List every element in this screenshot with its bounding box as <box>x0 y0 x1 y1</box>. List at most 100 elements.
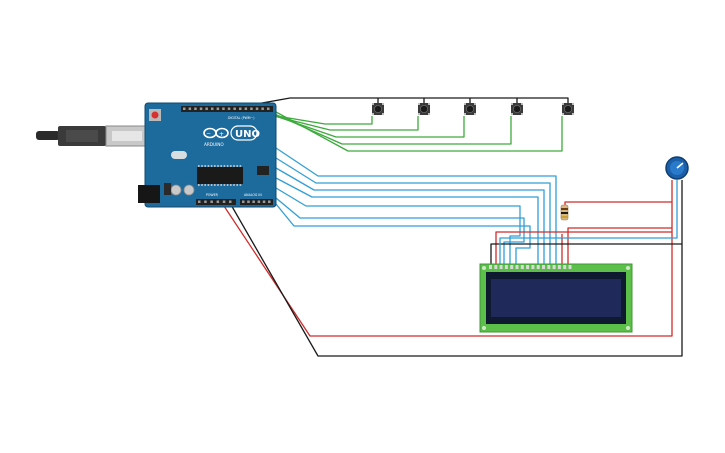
digital-pin <box>255 107 259 110</box>
arduino-board[interactable]: − + UNO ARDUINO DIGITAL (PWM~) POWER ANA… <box>138 102 277 208</box>
chip-pin <box>210 165 213 167</box>
pushbutton-leg <box>428 103 430 105</box>
power-pin <box>229 200 232 203</box>
pushbutton-cap <box>420 105 428 113</box>
lcd-pin <box>499 265 503 269</box>
lcd-hole-tl <box>482 266 486 270</box>
chip-pin <box>214 184 216 186</box>
wire-vcc-pot[interactable] <box>564 201 673 228</box>
wire-lcd-1[interactable] <box>275 147 557 264</box>
pushbutton-leg <box>372 113 374 115</box>
board-pcb <box>144 102 277 208</box>
digital-pin <box>261 107 264 110</box>
wire-lcd-3[interactable] <box>275 167 545 264</box>
lcd-module[interactable] <box>479 263 633 333</box>
lcd-pin <box>557 265 561 269</box>
board-model: UNO <box>235 129 260 140</box>
capacitor-1 <box>170 184 182 196</box>
analog-pin <box>252 200 255 203</box>
board-section-digital: DIGITAL (PWM~) <box>228 116 254 120</box>
pushbutton-leg <box>382 103 384 105</box>
wire-vcc-main[interactable] <box>221 202 673 337</box>
board-section-analog: ANALOG IN <box>244 193 262 197</box>
pushbutton-leg <box>572 103 574 105</box>
chip-pin <box>233 184 235 186</box>
chip-pin <box>226 165 229 167</box>
power-pin <box>210 200 213 203</box>
pushbutton-leg <box>511 103 513 105</box>
resistor-band-2 <box>561 212 568 214</box>
digital-pin <box>183 107 186 110</box>
wire-lcd-7[interactable] <box>275 203 531 264</box>
pushbutton-leg <box>521 113 523 115</box>
pushbutton-leg <box>474 113 476 115</box>
chip-pin <box>207 165 210 167</box>
wire-lcd-2[interactable] <box>275 157 551 264</box>
digital-pin <box>227 107 231 110</box>
pushbutton-3[interactable] <box>464 103 476 115</box>
pushbutton-cap <box>466 105 474 113</box>
potentiometer[interactable] <box>665 156 689 180</box>
lcd-pin-header <box>489 265 572 269</box>
pushbutton-2[interactable] <box>418 103 430 115</box>
usb-cable[interactable] <box>36 125 149 147</box>
wire-lcd-6[interactable] <box>275 197 525 264</box>
resistor-band-3 <box>561 216 568 218</box>
crystal <box>171 151 187 159</box>
pushbutton-1[interactable] <box>372 103 384 115</box>
wire-pot-wiper[interactable] <box>499 180 678 264</box>
chip-pin <box>230 184 232 186</box>
wire-vcc-lcd-a[interactable] <box>495 231 672 264</box>
wire-gnd-main[interactable] <box>229 202 683 357</box>
power-pin <box>222 200 226 203</box>
analog-pin <box>262 200 266 203</box>
lcd-pin <box>568 265 572 269</box>
pushbutton-5[interactable] <box>562 103 574 115</box>
regulator <box>164 183 171 195</box>
wire-button-5[interactable] <box>275 111 563 152</box>
wire-button-2[interactable] <box>257 111 419 131</box>
pushbuttons <box>372 103 574 115</box>
lcd-pin <box>510 265 514 269</box>
digital-pin <box>199 107 203 110</box>
chip-pin <box>214 165 216 167</box>
wire-button-1[interactable] <box>251 111 373 125</box>
power-pin <box>204 200 207 203</box>
lcd-pin <box>526 265 530 269</box>
pushbutton-cap <box>374 105 382 113</box>
chip-pin <box>201 165 203 167</box>
capacitor-2 <box>183 184 195 196</box>
lcd-hole-bl <box>482 326 486 330</box>
pot-indicator <box>676 162 684 169</box>
wire-lcd-4[interactable] <box>275 177 539 264</box>
lcd-pin <box>536 265 540 269</box>
pushbutton-cap <box>564 105 572 113</box>
pushbutton-leg <box>372 103 374 105</box>
chip-pin <box>217 165 219 167</box>
arduino-logo: − + <box>203 127 229 139</box>
pushbutton-4[interactable] <box>511 103 523 115</box>
digital-pin <box>267 107 270 110</box>
lcd-pin <box>494 265 498 269</box>
lcd-pin <box>542 265 545 269</box>
power-pin <box>216 200 220 203</box>
analog-header <box>240 199 273 205</box>
usb-cable-boot <box>36 131 60 140</box>
chip-pin <box>201 184 203 186</box>
lcd-pin <box>552 265 556 269</box>
lcd-pin <box>520 265 524 269</box>
chip-pins <box>198 165 242 186</box>
chip-pin <box>204 165 206 167</box>
resistor[interactable] <box>560 204 569 221</box>
wires <box>221 97 683 357</box>
pushbutton-leg <box>562 103 564 105</box>
chip-pin <box>239 184 242 186</box>
wire-lcd-5[interactable] <box>275 187 521 264</box>
lcd-screen <box>491 279 621 317</box>
atmega-chip <box>197 167 243 184</box>
chip-pin <box>236 184 238 186</box>
pushbutton-leg <box>521 103 523 105</box>
board-brand: ARDUINO <box>204 142 224 147</box>
power-jack[interactable] <box>138 185 160 203</box>
usb-plug-grip <box>66 130 98 142</box>
